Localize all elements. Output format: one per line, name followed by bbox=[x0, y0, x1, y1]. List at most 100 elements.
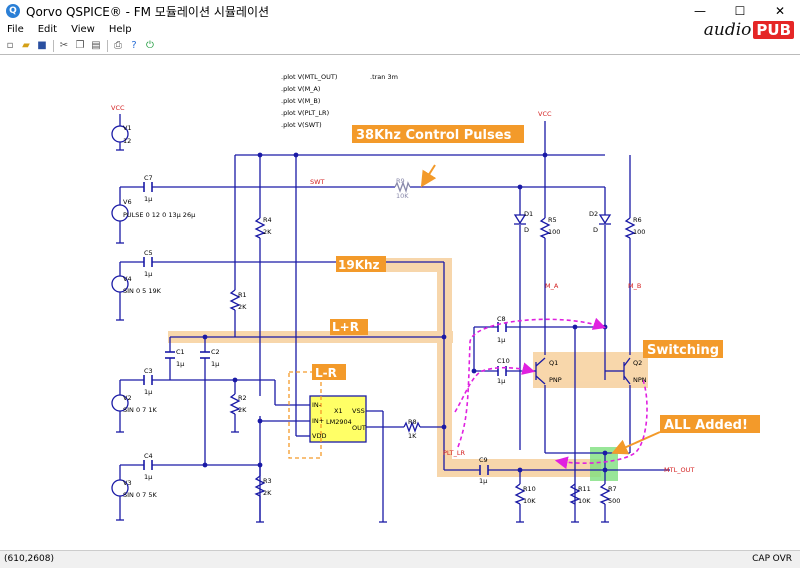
svg-text:Q1: Q1 bbox=[549, 359, 558, 367]
svg-text:100: 100 bbox=[548, 228, 560, 236]
save-icon[interactable]: ■ bbox=[37, 40, 47, 51]
svg-text:10K: 10K bbox=[523, 497, 536, 505]
spice-directives: .plot V(MTL_OUT) .plot V(M_A) .plot V(M_… bbox=[281, 73, 398, 129]
svg-text:VDD: VDD bbox=[312, 432, 326, 440]
pilot-text: 19Khz bbox=[338, 258, 380, 272]
magenta-path-return bbox=[554, 379, 648, 470]
lmr-dashed-box bbox=[288, 371, 322, 459]
menu-edit[interactable]: Edit bbox=[37, 24, 58, 35]
svg-text:500: 500 bbox=[608, 497, 620, 505]
opamp-x1[interactable] bbox=[309, 395, 367, 443]
m-b-label: M_B bbox=[628, 282, 641, 290]
magenta-path-lower bbox=[454, 362, 536, 413]
overwrite-indicator: OVR bbox=[772, 554, 792, 564]
svg-text:VSS: VSS bbox=[352, 407, 365, 415]
vcc-label-2: VCC bbox=[538, 110, 552, 118]
svg-text:1μ: 1μ bbox=[144, 473, 152, 481]
svg-text:OUT: OUT bbox=[352, 424, 366, 432]
voltage-source-symbols bbox=[111, 125, 129, 497]
lpr-callout bbox=[330, 319, 368, 335]
plot-directive-4: .plot V(PLT_LR) bbox=[281, 109, 329, 117]
svg-text:1μ: 1μ bbox=[497, 377, 505, 385]
control-pulses-text: 38Khz Control Pulses bbox=[356, 128, 512, 143]
svg-text:100: 100 bbox=[633, 228, 645, 236]
switching-callout bbox=[643, 340, 723, 358]
svg-text:1μ: 1μ bbox=[144, 270, 152, 278]
new-file-icon[interactable]: ▫ bbox=[6, 40, 14, 51]
close-button[interactable]: ✕ bbox=[774, 4, 786, 18]
grounds bbox=[116, 149, 609, 523]
magenta-path-upper bbox=[457, 317, 607, 448]
svg-text:V3: V3 bbox=[123, 479, 132, 487]
plot-directive-1: .plot V(MTL_OUT) bbox=[281, 73, 337, 81]
control-pulses-callout bbox=[352, 125, 524, 143]
svg-text:V4: V4 bbox=[123, 275, 132, 283]
svg-text:R7: R7 bbox=[608, 485, 617, 493]
svg-text:R3: R3 bbox=[263, 477, 272, 485]
svg-text:C10: C10 bbox=[497, 357, 510, 365]
svg-text:12: 12 bbox=[123, 137, 131, 145]
lpr-text: L+R bbox=[332, 320, 359, 334]
svg-text:R5: R5 bbox=[548, 216, 557, 224]
svg-text:R6: R6 bbox=[633, 216, 642, 224]
callout-texts: 38Khz Control Pulses 19Khz L+R L-R Switc… bbox=[315, 128, 748, 433]
diode-symbols bbox=[513, 214, 612, 225]
svg-text:1μ: 1μ bbox=[144, 388, 152, 396]
help-icon[interactable]: ? bbox=[131, 40, 137, 51]
plot-directive-2: .plot V(M_A) bbox=[281, 85, 320, 93]
maximize-button[interactable]: ☐ bbox=[734, 4, 746, 18]
all-added-text: ALL Added! bbox=[664, 418, 748, 433]
all-added-arrow bbox=[611, 431, 661, 455]
menu-view[interactable]: View bbox=[71, 24, 95, 35]
svg-text:1K: 1K bbox=[408, 432, 417, 440]
copy-icon[interactable]: ❐ bbox=[75, 40, 85, 51]
svg-text:IN+: IN+ bbox=[312, 417, 324, 425]
net-labels: VCC VCC SWT M_A M_B PLT_LR MTL_OUT bbox=[111, 104, 694, 474]
svg-text:R9: R9 bbox=[396, 177, 405, 185]
svg-text:1μ: 1μ bbox=[497, 336, 505, 344]
run-simulation-icon[interactable]: ⏻ bbox=[146, 40, 154, 51]
svg-text:D: D bbox=[524, 226, 529, 234]
transistor-symbols bbox=[530, 357, 631, 385]
plot-directive-5: .plot V(SWT) bbox=[281, 121, 322, 129]
svg-text:2K: 2K bbox=[238, 406, 247, 414]
svg-text:PNP: PNP bbox=[549, 376, 562, 384]
svg-text:C1: C1 bbox=[176, 348, 185, 356]
menu-file[interactable]: File bbox=[7, 24, 24, 35]
svg-text:LM2904: LM2904 bbox=[326, 418, 352, 426]
paste-icon[interactable]: ▤ bbox=[91, 40, 101, 51]
print-icon[interactable]: ⎙ bbox=[114, 40, 122, 51]
plt-lr-label: PLT_LR bbox=[443, 449, 465, 457]
svg-text:C7: C7 bbox=[144, 174, 153, 182]
svg-text:1μ: 1μ bbox=[144, 195, 152, 203]
swt-label: SWT bbox=[310, 178, 325, 186]
svg-text:R10: R10 bbox=[523, 485, 536, 493]
lmr-callout bbox=[312, 364, 346, 380]
open-folder-icon[interactable]: ▰ bbox=[22, 40, 30, 51]
menu-bar: File Edit View Help bbox=[0, 22, 800, 38]
svg-text:D: D bbox=[593, 226, 598, 234]
svg-text:C4: C4 bbox=[144, 452, 153, 460]
plot-directive-3: .plot V(M_B) bbox=[281, 97, 320, 105]
svg-text:C8: C8 bbox=[497, 315, 506, 323]
schematic-canvas[interactable]: .plot V(MTL_OUT) .plot V(M_A) .plot V(M_… bbox=[0, 56, 800, 550]
cut-icon[interactable]: ✂ bbox=[59, 40, 69, 51]
title-bar: Q Qorvo QSPICE® - FM 모듈레이션 시뮬레이션 — ☐ ✕ bbox=[0, 0, 800, 22]
mtl-out-label: MTL_OUT bbox=[664, 466, 694, 474]
svg-text:V1: V1 bbox=[123, 124, 132, 132]
svg-text:C3: C3 bbox=[144, 367, 153, 375]
svg-text:1μ: 1μ bbox=[176, 360, 184, 368]
svg-text:C2: C2 bbox=[211, 348, 220, 356]
svg-text:R4: R4 bbox=[263, 216, 272, 224]
svg-text:R11: R11 bbox=[578, 485, 591, 493]
minimize-button[interactable]: — bbox=[694, 4, 706, 18]
svg-text:SIN 0 7 5K: SIN 0 7 5K bbox=[123, 491, 158, 499]
all-added-callout bbox=[660, 415, 760, 433]
svg-text:R8: R8 bbox=[408, 418, 417, 426]
svg-text:IN-: IN- bbox=[312, 401, 322, 409]
svg-text:10K: 10K bbox=[578, 497, 591, 505]
svg-text:C5: C5 bbox=[144, 249, 153, 257]
menu-help[interactable]: Help bbox=[108, 24, 132, 35]
status-bar: (610,2608) CAP OVR bbox=[0, 550, 800, 568]
